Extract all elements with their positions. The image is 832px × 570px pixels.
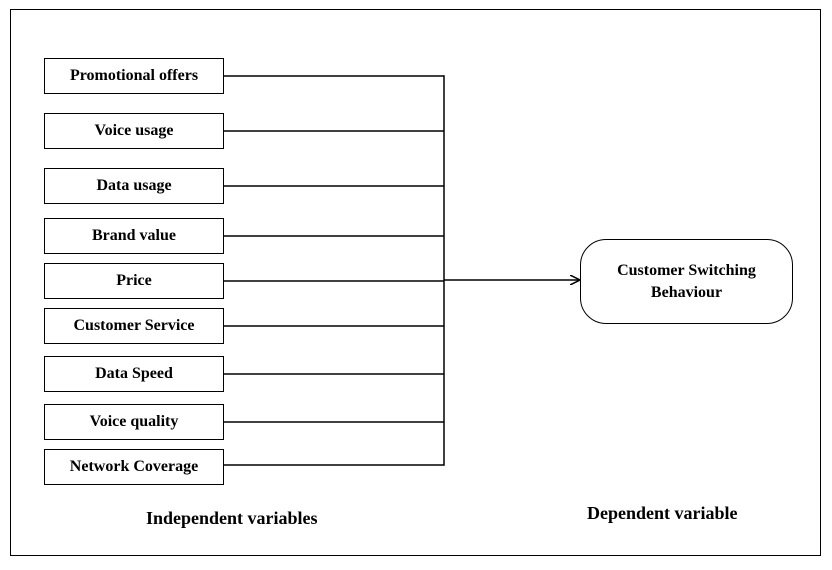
dependent-label-line-1: Customer Switching [617,261,756,279]
variable-box-price: Price [44,263,224,299]
variable-label: Brand value [91,227,176,244]
variable-box-network-coverage: Network Coverage [44,449,224,485]
variable-box-data-usage: Data usage [44,168,224,204]
dependent-variable-box: Customer Switching Behaviour [580,239,793,324]
variable-box-brand-value: Brand value [44,218,224,254]
variable-box-voice-usage: Voice usage [44,113,224,149]
variable-label: Customer Service [73,317,195,334]
variable-box-data-speed: Data Speed [44,356,224,392]
variable-label: Voice quality [89,413,179,430]
dependent-label-line-2: Behaviour [650,283,723,301]
variable-label: Network Coverage [69,458,199,475]
variable-box-promotional-offers: Promotional offers [44,58,224,94]
variable-label: Data usage [96,177,172,194]
variable-label: Promotional offers [69,67,199,84]
variable-label: Voice usage [94,122,174,139]
variable-box-voice-quality: Voice quality [44,404,224,440]
dependent-variable-caption: Dependent variable [587,503,738,523]
diagram-frame [10,9,821,556]
variable-box-customer-service: Customer Service [44,308,224,344]
independent-variables-caption: Independent variables [146,508,318,528]
variable-label: Data Speed [95,365,173,382]
variable-label: Price [116,272,152,289]
